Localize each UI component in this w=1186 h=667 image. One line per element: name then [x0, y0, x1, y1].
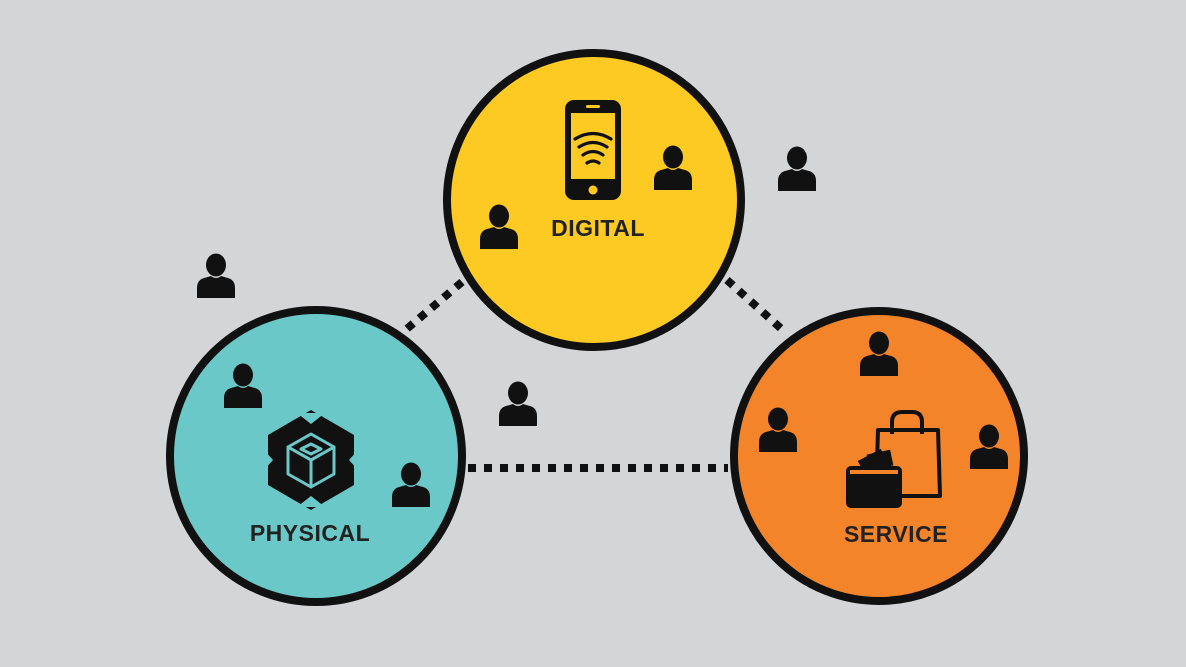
connector-digital-service — [724, 277, 789, 336]
person-icon — [778, 146, 816, 191]
service-node: SERVICE — [730, 307, 1028, 605]
wallet-shopping-bag-icon — [846, 410, 942, 508]
connector-digital-physical — [399, 278, 465, 337]
digital-node: DIGITAL — [443, 49, 745, 351]
service-label: SERVICE — [844, 521, 948, 547]
connectors — [399, 277, 789, 472]
cube-network-icon — [264, 410, 358, 510]
smartphone-wireless-icon — [565, 100, 621, 200]
physical-label: PHYSICAL — [250, 520, 370, 546]
physical-node: PHYSICAL — [166, 306, 466, 606]
digital-label: DIGITAL — [551, 215, 645, 241]
person-icon — [197, 253, 235, 298]
person-icon — [499, 381, 537, 426]
